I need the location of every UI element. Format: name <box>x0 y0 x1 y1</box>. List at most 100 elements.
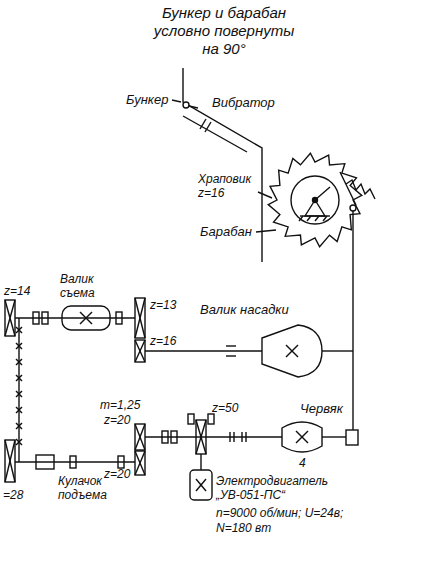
worm-drive-stroke <box>196 479 206 491</box>
chain-drive-stroke-stroke-stroke <box>16 439 22 445</box>
lift-cam-stroke <box>36 455 54 469</box>
part-label: m=1,25 <box>100 398 140 412</box>
part-label: Барабан <box>200 224 252 240</box>
worm-drive-stroke <box>135 451 145 475</box>
worm-drive-stroke <box>296 431 308 443</box>
part-label: =28 <box>3 488 23 502</box>
chain-drive-stroke-stroke <box>16 391 22 397</box>
pawl-lever-stroke <box>350 205 356 211</box>
chain-drive-stroke-stroke-stroke <box>16 375 22 381</box>
worm-drive-stroke <box>296 431 308 443</box>
bunker-stroke <box>172 100 181 102</box>
chain-drive-stroke-stroke-stroke <box>16 423 22 429</box>
chain-drive-stroke-stroke <box>16 407 22 413</box>
chain-drive-stroke <box>5 300 15 336</box>
chain-drive-stroke-stroke-stroke <box>16 391 22 397</box>
worm-drive-stroke <box>135 424 145 450</box>
worm-drive-stroke <box>200 454 201 470</box>
worm-drive-stroke <box>135 424 145 450</box>
stripping-roller-stroke <box>135 298 145 338</box>
part-label: Червяк <box>300 401 343 417</box>
chain-drive-stroke <box>18 318 19 462</box>
worm-drive-stroke <box>190 470 212 500</box>
part-label: Кулачок подъема <box>58 474 120 503</box>
part-label: Вибратор <box>212 95 275 111</box>
part-label: z=50 <box>212 401 238 415</box>
chain-drive-stroke-stroke-stroke <box>16 343 22 349</box>
chain-drive-stroke-stroke <box>16 439 22 445</box>
ratchet-wheel-stroke <box>315 187 330 200</box>
chain-drive-stroke-stroke-stroke <box>16 375 22 381</box>
chain-drive-stroke-stroke-stroke <box>16 391 22 397</box>
ratchet-wheel-stroke <box>258 192 272 198</box>
packing-roller-stroke <box>322 350 353 351</box>
chain-drive-stroke <box>5 300 15 336</box>
pawl-lever-stroke <box>346 180 375 199</box>
pawl-lever-stroke <box>340 172 356 205</box>
chain-drive-stroke-stroke-stroke <box>16 407 22 413</box>
chain-drive-stroke-stroke-stroke <box>16 407 22 413</box>
ratchet-wheel-stroke <box>323 216 327 221</box>
chain-drive-stroke-stroke-stroke <box>16 423 22 429</box>
chain-drive-stroke-stroke-stroke <box>16 327 22 333</box>
worm-drive-stroke <box>322 436 346 437</box>
packing-roller-stroke <box>262 325 322 377</box>
part-label: z=16 <box>150 334 176 348</box>
worm-drive-stroke <box>196 420 206 454</box>
chain-drive-stroke-stroke <box>16 327 22 333</box>
part-label: 4 <box>299 456 306 470</box>
chain-drive-stroke <box>16 327 22 445</box>
part-label: Бункер <box>126 92 168 108</box>
ratchet-wheel <box>256 153 362 247</box>
chain-drive-stroke-stroke <box>16 375 22 381</box>
part-label: N=180 вт <box>216 521 271 535</box>
packing-roller-stroke <box>135 340 145 362</box>
worm-drive-stroke <box>162 431 168 443</box>
worm-drive-stroke <box>135 451 145 475</box>
ratchet-wheel-stroke <box>299 216 303 221</box>
worm-drive-stroke <box>135 424 145 450</box>
pawl-lever-stroke <box>352 211 353 430</box>
part-label: z=20 <box>104 413 130 427</box>
chain-drive-stroke <box>5 440 15 482</box>
chain-drive <box>5 300 22 482</box>
chain-drive-stroke <box>5 440 15 482</box>
part-label: z=14 <box>4 284 30 298</box>
bunker-stroke <box>183 116 247 152</box>
chain-drive-stroke-stroke-stroke <box>16 359 22 365</box>
ratchet-wheel-stroke <box>307 216 311 221</box>
packing-roller-stroke <box>226 355 236 356</box>
ratchet-wheel-stroke <box>315 216 319 221</box>
packing-roller-stroke <box>226 345 236 346</box>
drawing-note: Бункер и барабан условно повернуты на 90… <box>150 4 298 58</box>
part-label: z=20 <box>104 467 130 481</box>
stripping-roller-stroke <box>33 312 39 324</box>
lift-cam-stroke <box>70 456 76 468</box>
ratchet-wheel-stroke <box>300 215 330 216</box>
bunker-stroke <box>183 102 189 108</box>
worm-drive-stroke <box>241 432 242 442</box>
worm-drive-stroke <box>188 414 194 424</box>
chain-drive-stroke-stroke <box>16 343 22 349</box>
pawl-lever <box>340 172 375 430</box>
bunker-stroke <box>200 119 206 129</box>
worm-drive-stroke <box>145 436 282 437</box>
packing-roller-stroke <box>145 350 262 351</box>
stripping-roller-stroke <box>80 312 92 324</box>
chain-drive-stroke-stroke <box>16 359 22 365</box>
bunker-stroke <box>189 106 198 108</box>
worm-drive-stroke <box>229 432 230 442</box>
chain-drive-stroke-stroke <box>16 423 22 429</box>
bunker-stroke <box>205 122 211 132</box>
lift-cam <box>15 455 135 469</box>
worm-drive-stroke <box>282 422 322 452</box>
packing-roller <box>135 325 353 377</box>
packing-roller-stroke <box>286 345 298 357</box>
part-label: n=9000 об/мин; U=24в; <box>216 506 343 520</box>
worm-drive-stroke <box>196 420 206 454</box>
stripping-roller-stroke <box>80 312 92 324</box>
ratchet-wheel-stroke-stroke <box>268 153 362 247</box>
worm-drive-stroke <box>135 451 145 475</box>
worm-drive-stroke <box>346 430 358 445</box>
chain-drive-stroke-stroke-stroke <box>16 359 22 365</box>
